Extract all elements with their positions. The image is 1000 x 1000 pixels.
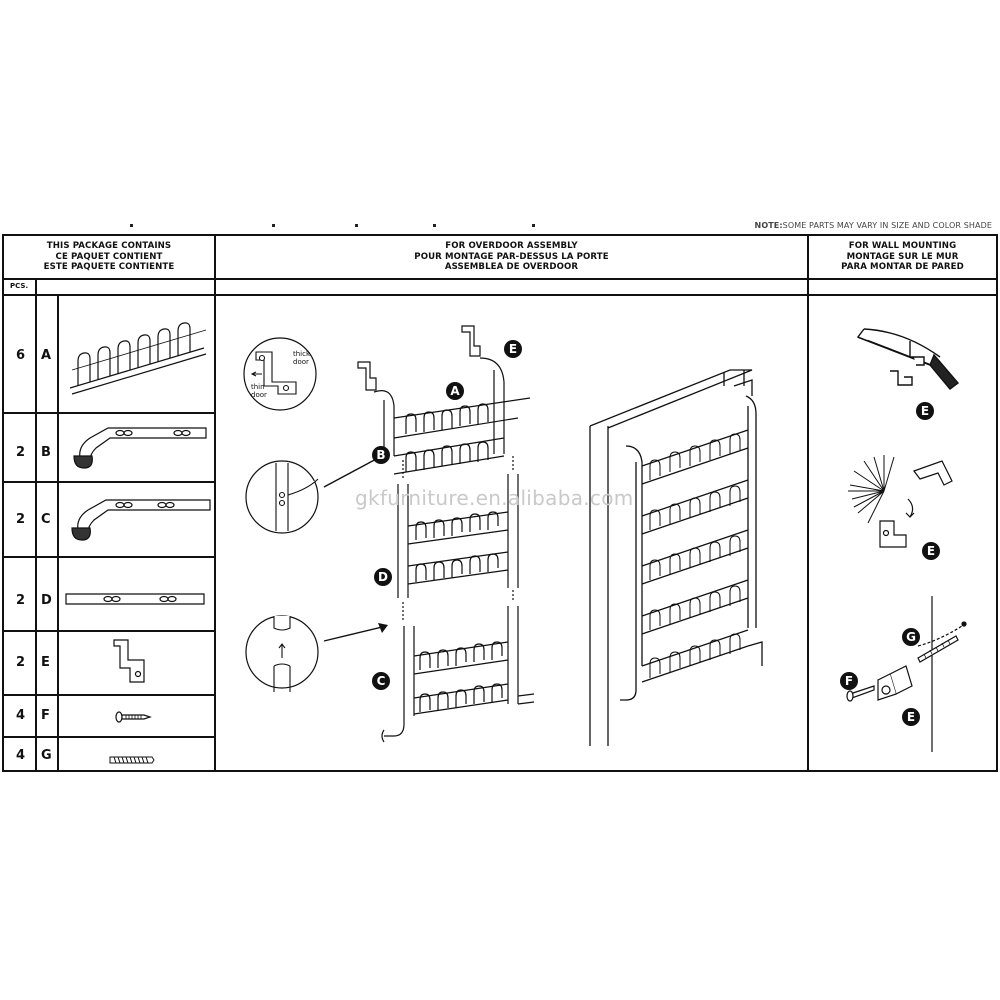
door-hook-illustration	[113, 639, 145, 683]
tube-insert-detail-circle	[245, 615, 319, 692]
qty-a: 6	[16, 348, 26, 363]
saw-cutting-illustration	[856, 328, 960, 390]
door-label: door	[293, 358, 309, 366]
letter-f: F	[41, 708, 50, 723]
callout-e: E	[504, 340, 522, 358]
tube-joint-detail-circle	[245, 460, 319, 534]
divider	[807, 236, 809, 770]
divider	[4, 294, 996, 296]
wall-header: FOR WALL MOUNTING MONTAGE SUR LE MUR PAR…	[809, 241, 996, 273]
bent-tube-foot-illustration	[73, 427, 207, 469]
letter-e: E	[41, 655, 50, 670]
callout-f: F	[840, 672, 858, 690]
callout-c: C	[372, 672, 390, 690]
letter-d: D	[41, 593, 52, 608]
note-body: SOME PARTS MAY VARY IN SIZE AND COLOR SH…	[782, 221, 992, 230]
callout-b: B	[372, 446, 390, 464]
arrow-to-insert	[323, 623, 388, 642]
callout-d: D	[374, 568, 392, 586]
divider	[4, 736, 214, 738]
qty-c: 2	[16, 512, 26, 527]
divider	[4, 278, 996, 280]
shelf-rack-illustration	[69, 322, 207, 395]
contents-header: THIS PACKAGE CONTAINS CE PAQUET CONTIENT…	[4, 241, 214, 273]
qty-e: 2	[16, 655, 26, 670]
qty-d: 2	[16, 593, 26, 608]
divider	[4, 481, 214, 483]
contents-header-line: CE PAQUET CONTIENT	[55, 251, 163, 262]
overdoor-header: FOR OVERDOOR ASSEMBLY POUR MONTAGE PAR-D…	[216, 241, 807, 273]
thin-label: thin	[251, 383, 265, 391]
wall-header-line: FOR WALL MOUNTING	[848, 241, 957, 251]
wall-screw-illustration	[846, 596, 967, 752]
note-text: NOTE:SOME PARTS MAY VARY IN SIZE AND COL…	[755, 221, 992, 230]
contents-header-line: ESTE PAQUETE CONTIENTE	[43, 262, 175, 272]
divider	[214, 236, 216, 770]
pcs-label: PCS.	[10, 282, 29, 290]
screw-illustration	[115, 711, 152, 723]
callout-e: E	[916, 402, 934, 420]
overdoor-header-line: POUR MONTAGE PAR-DESSUS LA PORTE	[414, 251, 609, 262]
divider	[57, 294, 59, 770]
wall-anchor-illustration	[109, 756, 155, 764]
qty-b: 2	[16, 445, 26, 460]
callout-g: G	[902, 628, 920, 646]
callout-e: E	[922, 542, 940, 560]
divider	[4, 412, 214, 414]
door-assembled-illustration	[589, 369, 763, 746]
wall-header-line: MONTAGE SUR LE MUR	[846, 251, 959, 262]
callout-a: A	[446, 382, 464, 400]
hook-detail-circle	[243, 337, 317, 411]
contents-header-line: THIS PACKAGE CONTAINS	[46, 241, 172, 251]
bend-hook-illustration	[848, 455, 953, 548]
overdoor-header-line: FOR OVERDOOR ASSEMBLY	[445, 241, 578, 251]
divider	[4, 630, 214, 632]
divider	[4, 556, 214, 558]
note-label: NOTE:	[754, 221, 783, 230]
letter-b: B	[41, 445, 51, 460]
bent-tube-illustration	[71, 499, 211, 541]
door-label: door	[251, 391, 267, 399]
callout-e: E	[902, 708, 920, 726]
thick-label: thick	[293, 350, 311, 358]
exploded-assembly-illustration	[357, 325, 535, 743]
letter-c: C	[41, 512, 51, 527]
straight-tube-illustration	[65, 593, 205, 605]
qty-g: 4	[16, 748, 26, 763]
letter-a: A	[41, 348, 52, 363]
wall-header-line: PARA MONTAR DE PARED	[841, 262, 964, 272]
letter-g: G	[41, 748, 52, 763]
overdoor-header-line: ASSEMBLEA DE OVERDOOR	[444, 262, 579, 272]
header-tick-marks	[0, 224, 560, 230]
divider	[4, 694, 214, 696]
divider	[35, 278, 37, 770]
instruction-sheet: THIS PACKAGE CONTAINS CE PAQUET CONTIENT…	[2, 234, 998, 772]
qty-f: 4	[16, 708, 26, 723]
watermark: gkfurniture.en.alibaba.com	[355, 486, 634, 510]
